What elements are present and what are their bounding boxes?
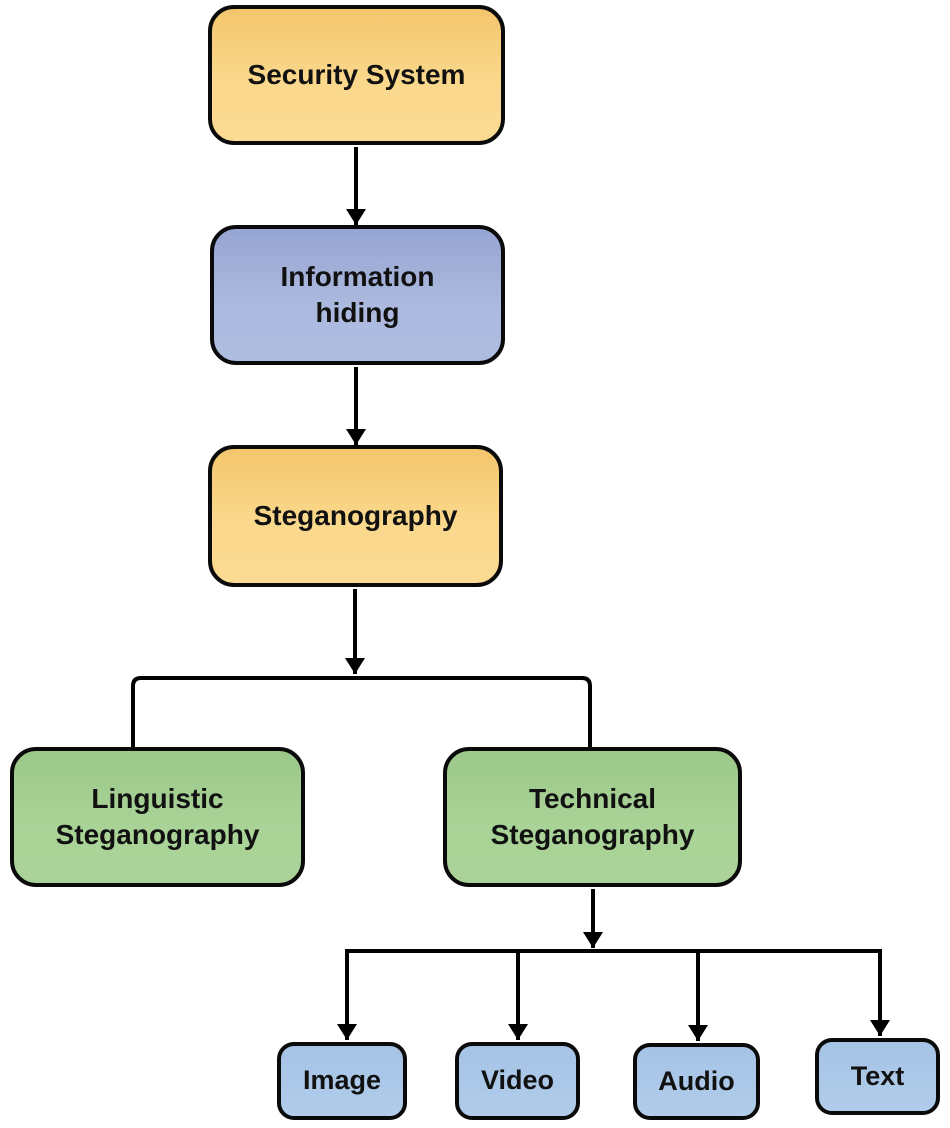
node-linguistic-steganography: Linguistic Steganography xyxy=(10,747,305,887)
node-image-label: Image xyxy=(302,1065,382,1096)
node-steganography: Steganography xyxy=(208,445,503,587)
node-audio: Audio xyxy=(633,1043,760,1120)
node-image: Image xyxy=(277,1042,407,1120)
connector-branch-to-linguistic-and-technical xyxy=(131,676,592,747)
node-information-hiding: Information hiding xyxy=(210,225,505,365)
node-technical-steganography-label: Technical Steganography xyxy=(490,782,695,850)
node-text: Text xyxy=(815,1038,940,1115)
node-information-hiding-label: Information hiding xyxy=(280,260,435,328)
node-video-label: Video xyxy=(480,1065,555,1096)
node-steganography-label: Steganography xyxy=(253,499,458,531)
node-security-system-label: Security System xyxy=(247,58,466,90)
node-linguistic-steganography-label: Linguistic Steganography xyxy=(55,782,260,850)
node-video: Video xyxy=(455,1042,580,1120)
node-text-label: Text xyxy=(850,1060,905,1091)
node-audio-label: Audio xyxy=(658,1065,735,1096)
node-technical-steganography: Technical Steganography xyxy=(443,747,742,887)
node-security-system: Security System xyxy=(208,5,505,145)
